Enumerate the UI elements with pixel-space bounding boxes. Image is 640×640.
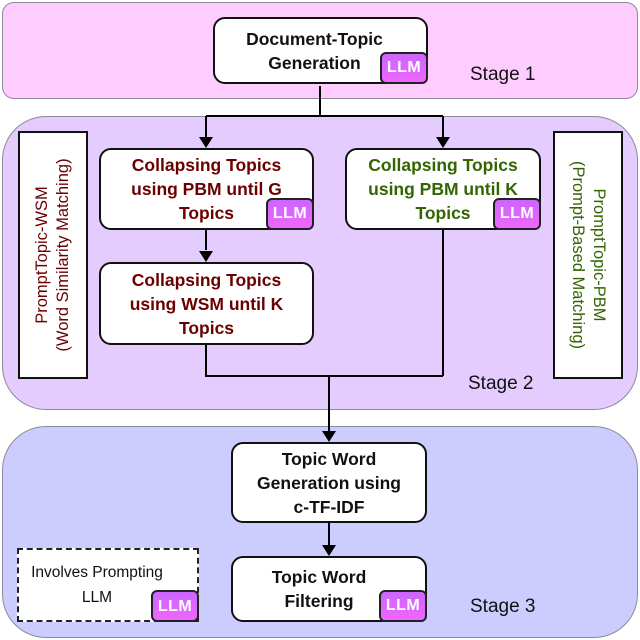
node-document-topic-generation: Document-Topic Generation LLM — [213, 17, 428, 84]
label-prompttopic-wsm: PromptTopic-WSM (Word Similarity Matchin… — [18, 131, 88, 379]
llm-badge: LLM — [151, 590, 199, 622]
node-label: Topic Word Filtering — [271, 567, 367, 611]
llm-badge: LLM — [493, 198, 541, 230]
llm-badge: LLM — [380, 52, 428, 84]
node-collapse-pbm-until-g: Collapsing Topics using PBM until G Topi… — [99, 148, 314, 230]
node-topic-word-generation: Topic Word Generation using c-TF-IDF — [231, 442, 427, 523]
node-label: Document-Topic Generation — [246, 28, 383, 73]
label-prompttopic-pbm: PromptTopic-PBM (Prompt-Based Matching) — [553, 131, 623, 379]
stage-2-label: Stage 2 — [468, 373, 534, 394]
node-label: Collapsing Topics using PBM until G Topi… — [131, 155, 282, 223]
stage-3-label: Stage 3 — [470, 596, 536, 617]
node-label: Collapsing Topics using PBM until K Topi… — [368, 155, 518, 223]
node-label: Collapsing Topics using WSM until K Topi… — [129, 269, 284, 338]
node-label: Topic Word Generation using c-TF-IDF — [257, 448, 401, 517]
llm-badge: LLM — [266, 198, 314, 230]
stage-1-label: Stage 1 — [470, 64, 536, 85]
pbm-method-text: PromptTopic-PBM (Prompt-Based Matching) — [569, 161, 608, 349]
legend-llm-prompting: Involves Prompting LLM LLM — [17, 548, 199, 622]
stage-2-panel — [2, 116, 638, 410]
legend-text: Involves Prompting LLM — [31, 564, 163, 606]
llm-badge: LLM — [379, 590, 427, 622]
wsm-method-text: PromptTopic-WSM (Word Similarity Matchin… — [33, 158, 72, 352]
node-topic-word-filtering: Topic Word Filtering LLM — [231, 556, 427, 622]
node-collapse-pbm-until-k: Collapsing Topics using PBM until K Topi… — [345, 148, 541, 230]
node-collapse-wsm-until-k: Collapsing Topics using WSM until K Topi… — [99, 262, 314, 345]
